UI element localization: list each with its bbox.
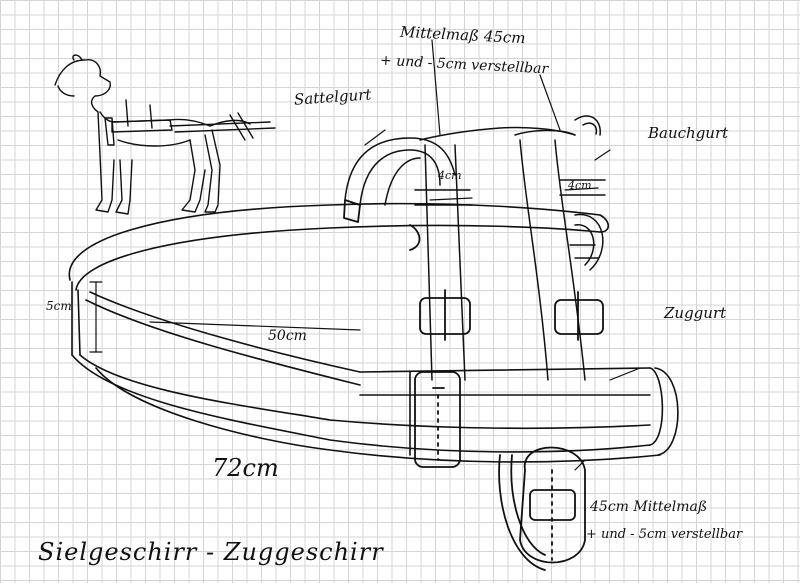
- zuggurt-label: Zuggurt: [664, 304, 727, 322]
- drawing-title: Sielgeschirr - Zuggeschirr: [38, 538, 384, 566]
- length-50cm-label: 50cm: [268, 328, 307, 344]
- buckles: [343, 199, 604, 571]
- dimension-lines: [89, 39, 641, 471]
- length-72cm-label: 72cm: [212, 454, 279, 482]
- strap-width-left-label: 4cm: [438, 169, 462, 182]
- strap-width-right-label: 4cm: [568, 179, 592, 192]
- dog-sketch: [54, 54, 276, 215]
- mittelmass-bottom-label: 45cm Mittelmaß: [590, 499, 708, 515]
- zuggurt-belt: [68, 202, 679, 463]
- bauchgurt-label: Bauchgurt: [648, 124, 729, 142]
- saddle-straps: [344, 115, 606, 381]
- height-5cm-label: 5cm: [46, 299, 72, 313]
- adjust-bottom-label: + und - 5cm verstellbar: [586, 527, 743, 542]
